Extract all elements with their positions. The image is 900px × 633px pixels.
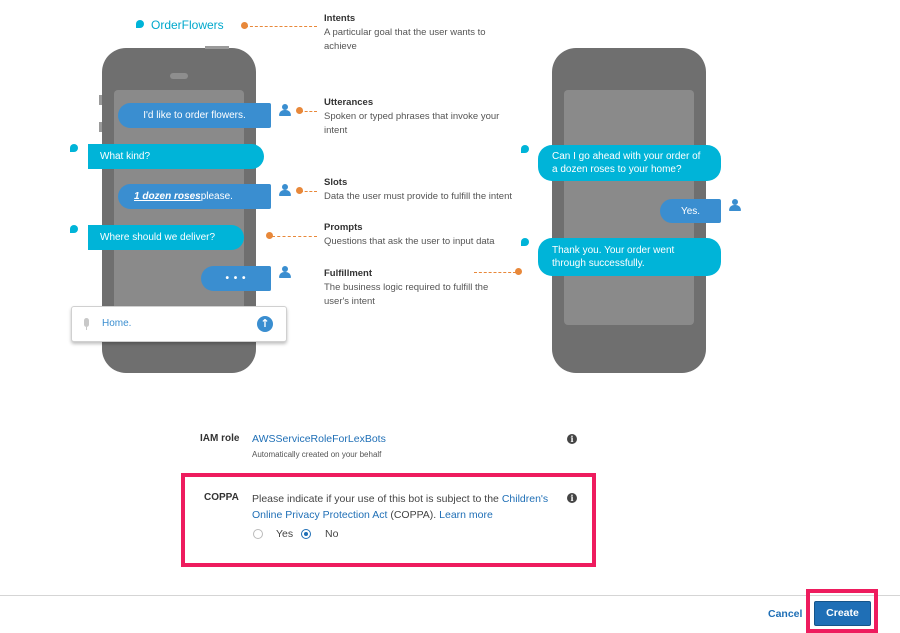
annotation-text-prompts: Questions that ask the user to input dat… (324, 236, 495, 247)
annotation-title-utterances: Utterances (324, 97, 374, 108)
connector-dot (296, 107, 303, 114)
connector-dot (296, 187, 303, 194)
bot-bubble-icon (70, 225, 78, 233)
connector-dot (515, 268, 522, 275)
user-icon (279, 184, 291, 196)
phone-side-button (99, 122, 102, 132)
user-icon (279, 266, 291, 278)
chat-input-box: Home. ↑ (71, 306, 287, 342)
bot-bubble-icon (521, 145, 529, 153)
iam-role-info-icon[interactable]: i (567, 434, 577, 444)
prompt-bubble-what-kind: What kind? (88, 144, 264, 169)
coppa-no-label[interactable]: No (325, 528, 339, 540)
create-button[interactable]: Create (814, 601, 871, 626)
coppa-text-after: (COPPA). (387, 509, 440, 521)
annotation-title-slots: Slots (324, 177, 348, 188)
iam-role-value[interactable]: AWSServiceRoleForLexBots (252, 433, 386, 445)
coppa-yes-radio[interactable] (253, 529, 263, 539)
fulfillment-bubble: Thank you. Your order went through succe… (538, 238, 721, 276)
annotation-text-fulfillment: The business logic required to fulfill t… (324, 282, 489, 307)
footer-divider (0, 595, 900, 596)
phone-speaker (170, 73, 188, 79)
slot-utterance-bubble: 1 dozen roses please. (118, 184, 271, 209)
coppa-highlight-box (181, 473, 596, 567)
bot-bubble-icon (136, 20, 144, 28)
bot-bubble-icon (70, 144, 78, 152)
connector-line (272, 236, 317, 237)
phone-side-button (99, 95, 102, 105)
user-icon (729, 199, 741, 211)
coppa-yes-label[interactable]: Yes (276, 528, 294, 540)
slot-value: 1 dozen roses (134, 191, 201, 202)
bot-name: OrderFlowers (151, 18, 224, 32)
utterance-bubble: I'd like to order flowers. (118, 103, 271, 128)
iam-role-help: Automatically created on your behalf (252, 450, 382, 459)
annotation-title-fulfillment: Fulfillment (324, 268, 373, 279)
connector-line (245, 26, 317, 27)
connector-dot (266, 232, 273, 239)
slot-utterance-rest: please. (200, 191, 233, 202)
user-icon (279, 104, 291, 116)
microphone-icon (84, 318, 89, 327)
coppa-info-icon[interactable]: i (567, 493, 577, 503)
typing-bubble: • • • (201, 266, 271, 291)
annotation-title-prompts: Prompts (324, 222, 363, 233)
connector-line (300, 111, 317, 112)
phone-top-button (205, 46, 229, 49)
coppa-act-link[interactable]: Children's Online Privacy Protection Act (252, 493, 549, 521)
learn-more-link[interactable]: Learn more (439, 509, 493, 521)
prompt-bubble-deliver: Where should we deliver? (88, 225, 244, 250)
chat-input-value: Home. (102, 318, 132, 329)
confirmation-prompt-bubble: Can I go ahead with your order of a doze… (538, 145, 721, 181)
coppa-text-before: Please indicate if your use of this bot … (252, 493, 502, 505)
connector-dot (241, 22, 248, 29)
iam-role-label: IAM role (200, 433, 240, 444)
connector-line (300, 191, 317, 192)
coppa-description: Please indicate if your use of this bot … (252, 491, 557, 523)
cancel-button[interactable]: Cancel (768, 608, 803, 620)
annotation-text-utterances: Spoken or typed phrases that invoke your… (324, 111, 500, 136)
confirmation-answer-bubble: Yes. (660, 199, 721, 223)
annotation-text-slots: Data the user must provide to fulfill th… (324, 191, 512, 202)
microphone-stand (86, 327, 87, 330)
connector-line (474, 272, 516, 273)
create-highlight-box (806, 589, 878, 633)
coppa-no-radio[interactable] (301, 529, 311, 539)
annotation-title-intents: Intents (324, 13, 356, 24)
coppa-label: COPPA (204, 492, 239, 503)
bot-bubble-icon (521, 238, 529, 246)
send-arrow-icon: ↑ (257, 316, 273, 332)
annotation-text-intents: A particular goal that the user wants to… (324, 27, 486, 52)
